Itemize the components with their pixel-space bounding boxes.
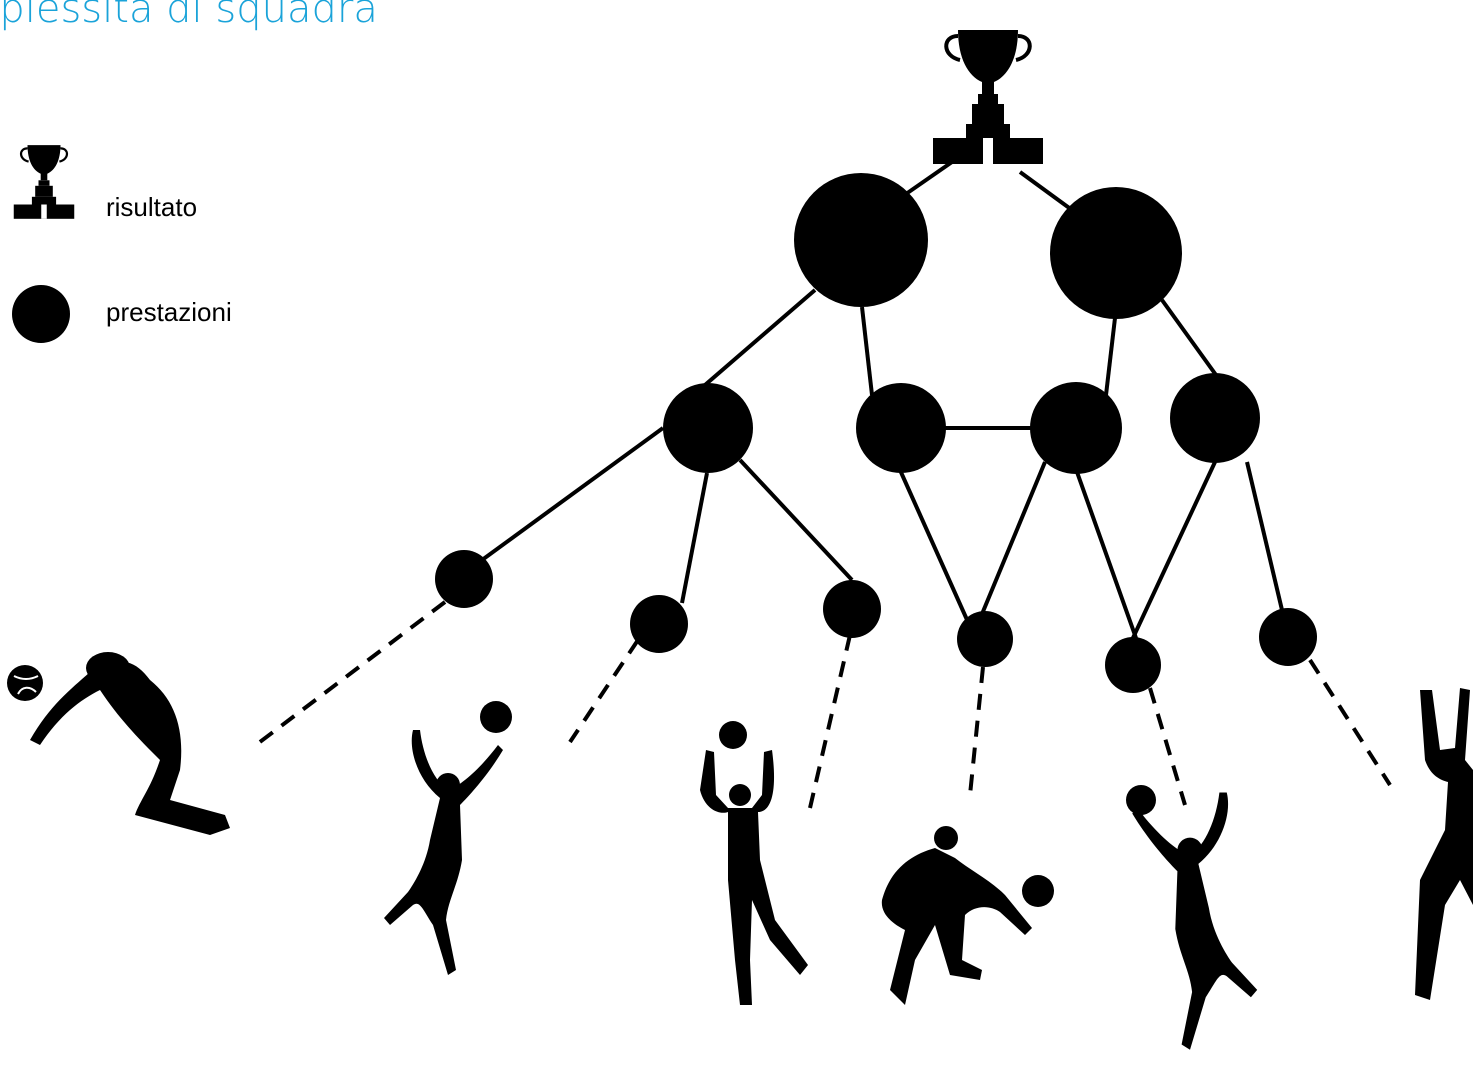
legend-performance-label: prestazioni xyxy=(106,297,232,327)
edge xyxy=(1018,170,1074,212)
volleyball-icon xyxy=(480,701,512,733)
performance-node xyxy=(1030,382,1122,474)
edge xyxy=(680,472,709,604)
volleyball-player-icon xyxy=(700,721,808,1005)
dashed-edge xyxy=(1148,687,1187,806)
edge xyxy=(480,426,665,562)
legend-trophy-icon xyxy=(12,144,76,220)
edge xyxy=(1130,461,1217,641)
volleyball-icon xyxy=(719,721,747,749)
legend-node-icon xyxy=(12,285,70,343)
diagram-edges xyxy=(480,160,1284,641)
edge xyxy=(980,461,1047,615)
edge xyxy=(1104,317,1117,396)
performance-node xyxy=(957,611,1013,667)
performance-nodes xyxy=(435,173,1317,693)
legend-result-label: risultato xyxy=(106,192,198,222)
volleyball-player-icon xyxy=(1126,785,1258,1050)
dashed-edge xyxy=(568,638,640,744)
dashed-edge xyxy=(1308,658,1392,787)
performance-node xyxy=(630,595,688,653)
performance-node xyxy=(1105,637,1161,693)
performance-node xyxy=(663,383,753,473)
performance-node xyxy=(856,383,946,473)
dashed-edge xyxy=(968,666,985,796)
result-trophy-icon xyxy=(931,28,1045,166)
volleyball-player-icon xyxy=(7,652,230,835)
volleyball-icon xyxy=(1022,875,1054,907)
page-title: nplessità di squadra xyxy=(0,0,378,32)
performance-node xyxy=(1050,187,1182,319)
volleyball-player-icon xyxy=(881,826,1054,1005)
dashed-edge xyxy=(250,600,447,750)
volleyball-player-icon xyxy=(384,701,512,975)
edge xyxy=(1245,461,1284,611)
edge xyxy=(738,458,854,582)
player-links xyxy=(250,600,1392,809)
performance-node xyxy=(435,550,493,608)
performance-node xyxy=(1259,608,1317,666)
edge xyxy=(860,306,874,396)
performance-node xyxy=(823,580,881,638)
volleyball-icon xyxy=(7,665,43,701)
volleyball-icon xyxy=(1126,785,1156,815)
edge xyxy=(1075,471,1138,639)
performance-node xyxy=(1170,373,1260,463)
dashed-edge xyxy=(808,634,852,809)
performance-node xyxy=(794,173,928,307)
edge xyxy=(898,469,970,623)
volleyball-player-icon xyxy=(1415,688,1473,1000)
edge xyxy=(703,288,817,387)
edge xyxy=(1160,298,1218,377)
